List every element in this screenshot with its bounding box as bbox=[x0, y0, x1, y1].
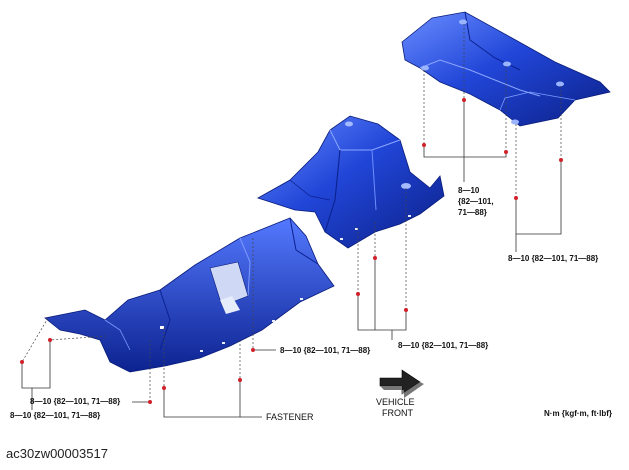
bolt-marker bbox=[356, 292, 360, 296]
reference-code: ac30zw00003517 bbox=[6, 446, 108, 461]
torque-label-right-top-line2: {82—101, bbox=[458, 197, 494, 206]
bolt-marker bbox=[504, 150, 508, 154]
left-under-cover bbox=[44, 217, 335, 373]
bolt-marker bbox=[514, 196, 518, 200]
bolt-marker bbox=[48, 338, 52, 342]
torque-label-right-top-line1: 8—10 bbox=[458, 186, 480, 195]
torque-label-center: 8—10 {82—101, 71—88} bbox=[398, 341, 489, 350]
bracket-lines bbox=[21, 100, 562, 418]
torque-label-left-bottom: 8—10 {82—101, 71—88} bbox=[10, 411, 101, 420]
torque-label-left-lower: 8—10 {82—101, 71—88} bbox=[30, 397, 121, 406]
bolt-marker bbox=[251, 348, 255, 352]
units-note: N·m {kgf·m, ft·lbf} bbox=[544, 409, 612, 418]
bolt-marker bbox=[148, 400, 152, 404]
torque-label-left-center: 8—10 {82—101, 71—88} bbox=[280, 346, 371, 355]
bolt-marker bbox=[462, 98, 466, 102]
right-under-cover bbox=[401, 11, 611, 127]
vehicle-front-arrow-icon bbox=[379, 369, 424, 398]
bolt-marker bbox=[373, 256, 377, 260]
bolt-marker bbox=[422, 143, 426, 147]
fastener-marker bbox=[162, 386, 166, 390]
bolt-marker bbox=[404, 308, 408, 312]
fastener-marker bbox=[238, 378, 242, 382]
bolt-marker bbox=[20, 360, 24, 364]
torque-label-right-bottom: 8—10 {82—101, 71—88} bbox=[508, 254, 599, 263]
leader-lines bbox=[21, 24, 562, 402]
vehicle-front-label-line2: FRONT bbox=[382, 408, 413, 418]
fastener-markers bbox=[20, 98, 563, 404]
center-under-cover bbox=[257, 115, 445, 249]
vehicle-front-label-line1: VEHICLE bbox=[376, 397, 415, 407]
bolt-marker bbox=[559, 158, 563, 162]
torque-label-right-top-line3: 71—88} bbox=[458, 208, 487, 217]
fastener-label: FASTENER bbox=[266, 412, 314, 422]
